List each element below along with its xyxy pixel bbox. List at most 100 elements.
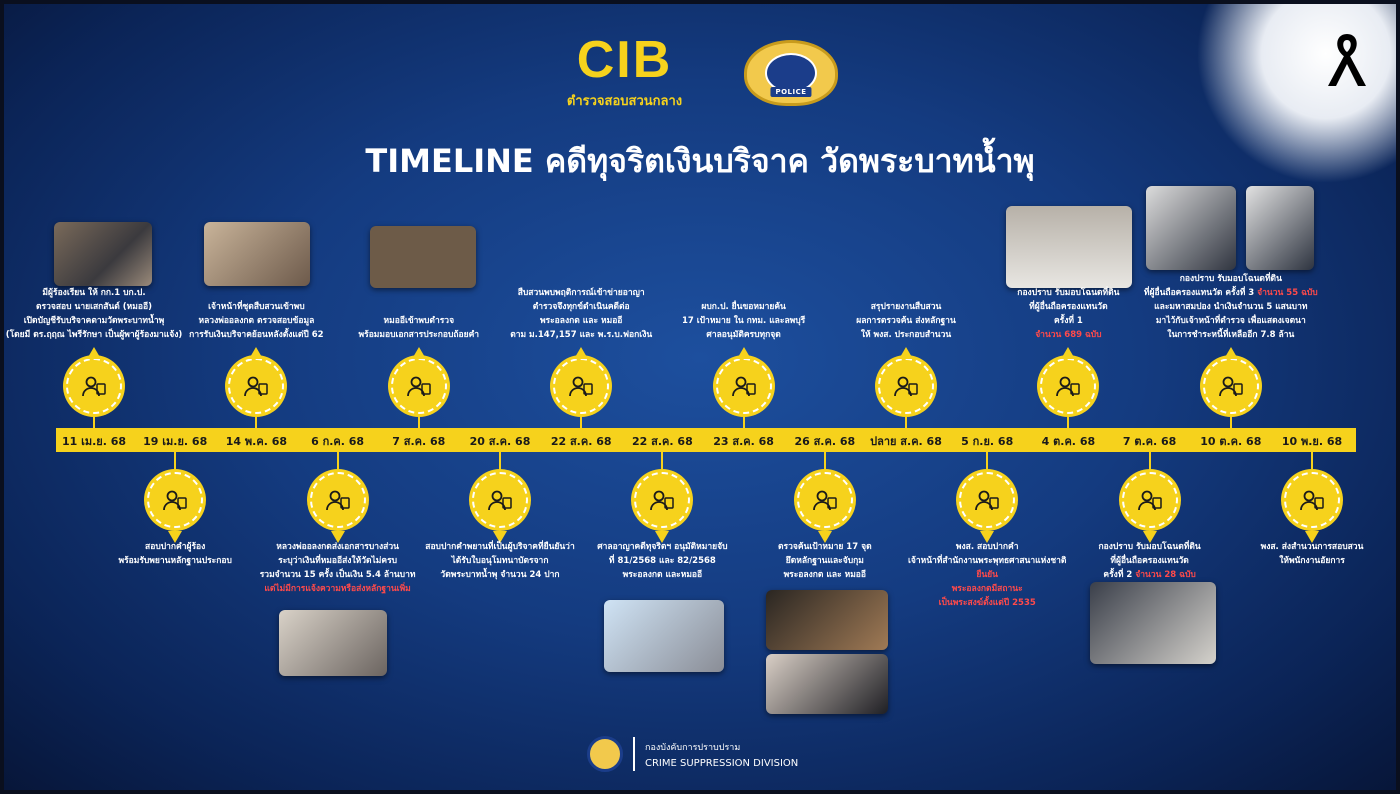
event-line: พงส. ส่งสำนวนการสอบสวน (1260, 542, 1364, 552)
event-line: สอบปากคำพยานที่เป็นผู้บริจาคที่ยืนยันว่า (425, 542, 575, 552)
land-deed-icon (1121, 472, 1178, 528)
event-line: พร้อมมอบเอกสารประกอบถ้อยคำ (358, 330, 480, 340)
timeline-bar (56, 428, 1356, 452)
event-line: ที่ผู้อื่นถือครองแทนวัด (1110, 556, 1189, 566)
pin-stem (823, 452, 826, 472)
pin-marker (574, 347, 589, 359)
event-line: ได้รับใบอนุโมทนาบัตรจาก (451, 556, 549, 566)
event-line: วัดพระบาทน้ำพุ จำนวน 24 ปาก (440, 570, 560, 580)
timeline-date: 5 ก.ย. 68 (961, 435, 1014, 448)
event-line: พระอลงกตมีสถานะ (951, 584, 1023, 594)
case-file-icon (1284, 472, 1340, 528)
event-line: ตำรวจจึงทุกข์ดำเนินคดีต่อ (532, 302, 630, 312)
event-description: สรุปรายงานสืบสวนผลการตรวจค้น ส่งหลักฐานใ… (776, 300, 1036, 342)
event-description: กองปราบ รับมอบโฉนดที่ดินที่ผู้อื่นถือครอ… (1101, 272, 1361, 342)
event-line: ตรวจสอบ นายเสกสันต์ (หมออี) (36, 302, 152, 312)
pin-stem (905, 414, 907, 428)
pin-stem (417, 414, 420, 428)
timeline-date: 20 ส.ค. 68 (469, 435, 531, 448)
event-description: ศาลอาญาคดีทุจริตฯ อนุมัติหมายจับที่ 81/2… (532, 540, 792, 582)
police-badge-logo: POLICE (744, 40, 838, 106)
event-line: เปิดบัญชีรับบริจาคตามวัดพระบาทน้ำพุ (23, 316, 165, 326)
pin-stem (1311, 452, 1313, 472)
report-submit-icon (878, 358, 934, 414)
event-line: ในการชำระหนี้ที่เหลืออีก 7.8 ล้าน (1167, 330, 1295, 340)
event-line: สืบสวนพบพฤติการณ์เข้าข่ายอาญา (517, 288, 645, 298)
event-line: (โดยมี ดร.ฤฤณ ไพรีรักษา เป็นผู้พาผู้ร้อง… (5, 330, 183, 340)
event-line: หมออีเข้าพบตำรวจ (383, 316, 455, 326)
land-deed-approved-icon (1202, 358, 1259, 414)
event-line: และมหาสมปอง นำเงินจำนวน 5 แสนบาท (1154, 302, 1308, 312)
pin-marker (1142, 531, 1157, 543)
event-line: ผลการตรวจค้น ส่งหลักฐาน (856, 316, 956, 326)
photo (54, 222, 152, 286)
pin-stem (1148, 452, 1151, 472)
pin-marker (493, 531, 507, 543)
event-line: หลวงพ่ออลงกตส่งเอกสารบางส่วน (276, 542, 399, 552)
logo-subtitle: ตำรวจสอบสวนกลาง (566, 94, 683, 109)
event-description: หลวงพ่ออลงกตส่งเอกสารบางส่วนระบุว่าเงินท… (208, 540, 468, 596)
mourning-ribbon-icon (1328, 34, 1366, 86)
photo (370, 226, 476, 288)
event-line: ครั้งที่ 2 จำนวน 28 ฉบับ (1103, 570, 1196, 580)
event-line: พระอลงกต และ หมออี (539, 316, 623, 326)
event-line: พระอลงกต และ หมออี (783, 570, 867, 580)
monk-icon (228, 358, 285, 414)
event-description: สืบสวนพบพฤติการณ์เข้าข่ายอาญาตำรวจจึงทุก… (451, 286, 711, 342)
cib-logo: CIB ตำรวจสอบสวนกลาง (557, 34, 692, 111)
photo (279, 610, 387, 676)
timeline-date: 22 ส.ค. 68 (632, 435, 693, 448)
page-title: TIMELINE คดีทุจริตเงินบริจาค วัดพระบาทน้… (365, 142, 1035, 180)
event-line: ระบุว่าเงินที่หมออีส่งให้วัดไม่ครบ (278, 556, 398, 566)
photo (1246, 186, 1314, 270)
event-line: ครั้งที่ 1 (1053, 316, 1083, 326)
timeline-date: 14 พ.ค. 68 (225, 435, 288, 448)
event-line: เจ้าหน้าที่ชุดสืบสวนเข้าพบ (208, 302, 305, 312)
pin-stem (661, 452, 664, 472)
event-line: ให้ พงส. ประกอบสำนวน (860, 330, 952, 340)
photo (1146, 186, 1236, 270)
event-line: แต่ไม่มีการแจ้งความหรือส่งหลักฐานเพิ่ม (264, 584, 411, 594)
event-line: พงส. สอบปากคำ (955, 542, 1019, 552)
witness-group-icon (472, 472, 528, 528)
event-line: ศาลอาญาคดีทุจริตฯ อนุมัติหมายจับ (597, 542, 728, 552)
event-line: สรุปรายงานสืบสวน (870, 302, 942, 312)
pin-marker (817, 531, 832, 543)
pin-marker (87, 347, 101, 359)
logo-text: CIB (576, 31, 673, 89)
pin-stem (174, 452, 177, 472)
arrest-icon (796, 472, 853, 528)
event-line: ยึดหลักฐานและจับกุม (785, 556, 864, 566)
pin-marker (899, 347, 913, 359)
court-warrant-icon (634, 472, 691, 528)
pin-stem (499, 452, 501, 472)
pin-marker (411, 347, 426, 359)
interview-people-icon (147, 472, 204, 528)
pin-stem (255, 414, 258, 428)
event-line: รวมจำนวน 15 ครั้ง เป็นเงิน 5.4 ล้านบาท (259, 570, 416, 580)
event-line: ให้พนักงานอัยการ (1279, 556, 1345, 566)
document-icon (309, 472, 366, 528)
photo (604, 600, 724, 672)
timeline-date: 10 ต.ค. 68 (1200, 435, 1262, 448)
event-line: กองปราบ รับมอบโฉนดที่ดิน (1098, 542, 1201, 552)
event-line: ตาม ม.147,157 และ พ.ร.บ.ฟอกเงิน (510, 330, 653, 340)
event-description: กองปราบ รับมอบโฉนดที่ดินที่ผู้อื่นถือครอ… (1020, 540, 1280, 582)
pin-marker (330, 531, 345, 543)
pin-marker (736, 347, 751, 359)
event-line: ที่ผู้อื่นถือครองแทนวัด ครั้งที่ 3 จำนวน… (1143, 288, 1318, 298)
event-line: หลวงพ่ออลงกต ตรวจสอบข้อมูล (198, 316, 315, 326)
pin-marker (168, 531, 183, 543)
land-deed-icon (1040, 358, 1097, 414)
event-line: มีผู้ร้องเรียน ให้ กก.1 บก.ป. (42, 288, 146, 298)
event-description: มีผู้ร้องเรียน ให้ กก.1 บก.ป. ตรวจสอบ นาย… (4, 286, 224, 342)
timeline-date: 7 ต.ค. 68 (1122, 435, 1177, 448)
timeline-date: 19 เม.ย. 68 (143, 435, 208, 448)
timeline-date: 10 พ.ย. 68 (1281, 435, 1343, 448)
event-description: เจ้าหน้าที่ชุดสืบสวนเข้าพบหลวงพ่ออลงกต ต… (126, 300, 386, 342)
search-warrant-icon (715, 358, 772, 414)
event-line: เจ้าหน้าที่สำนักงานพระพุทธศาสนาแห่งชาติ (907, 556, 1067, 566)
photo (766, 654, 888, 714)
pin-marker (980, 531, 995, 543)
